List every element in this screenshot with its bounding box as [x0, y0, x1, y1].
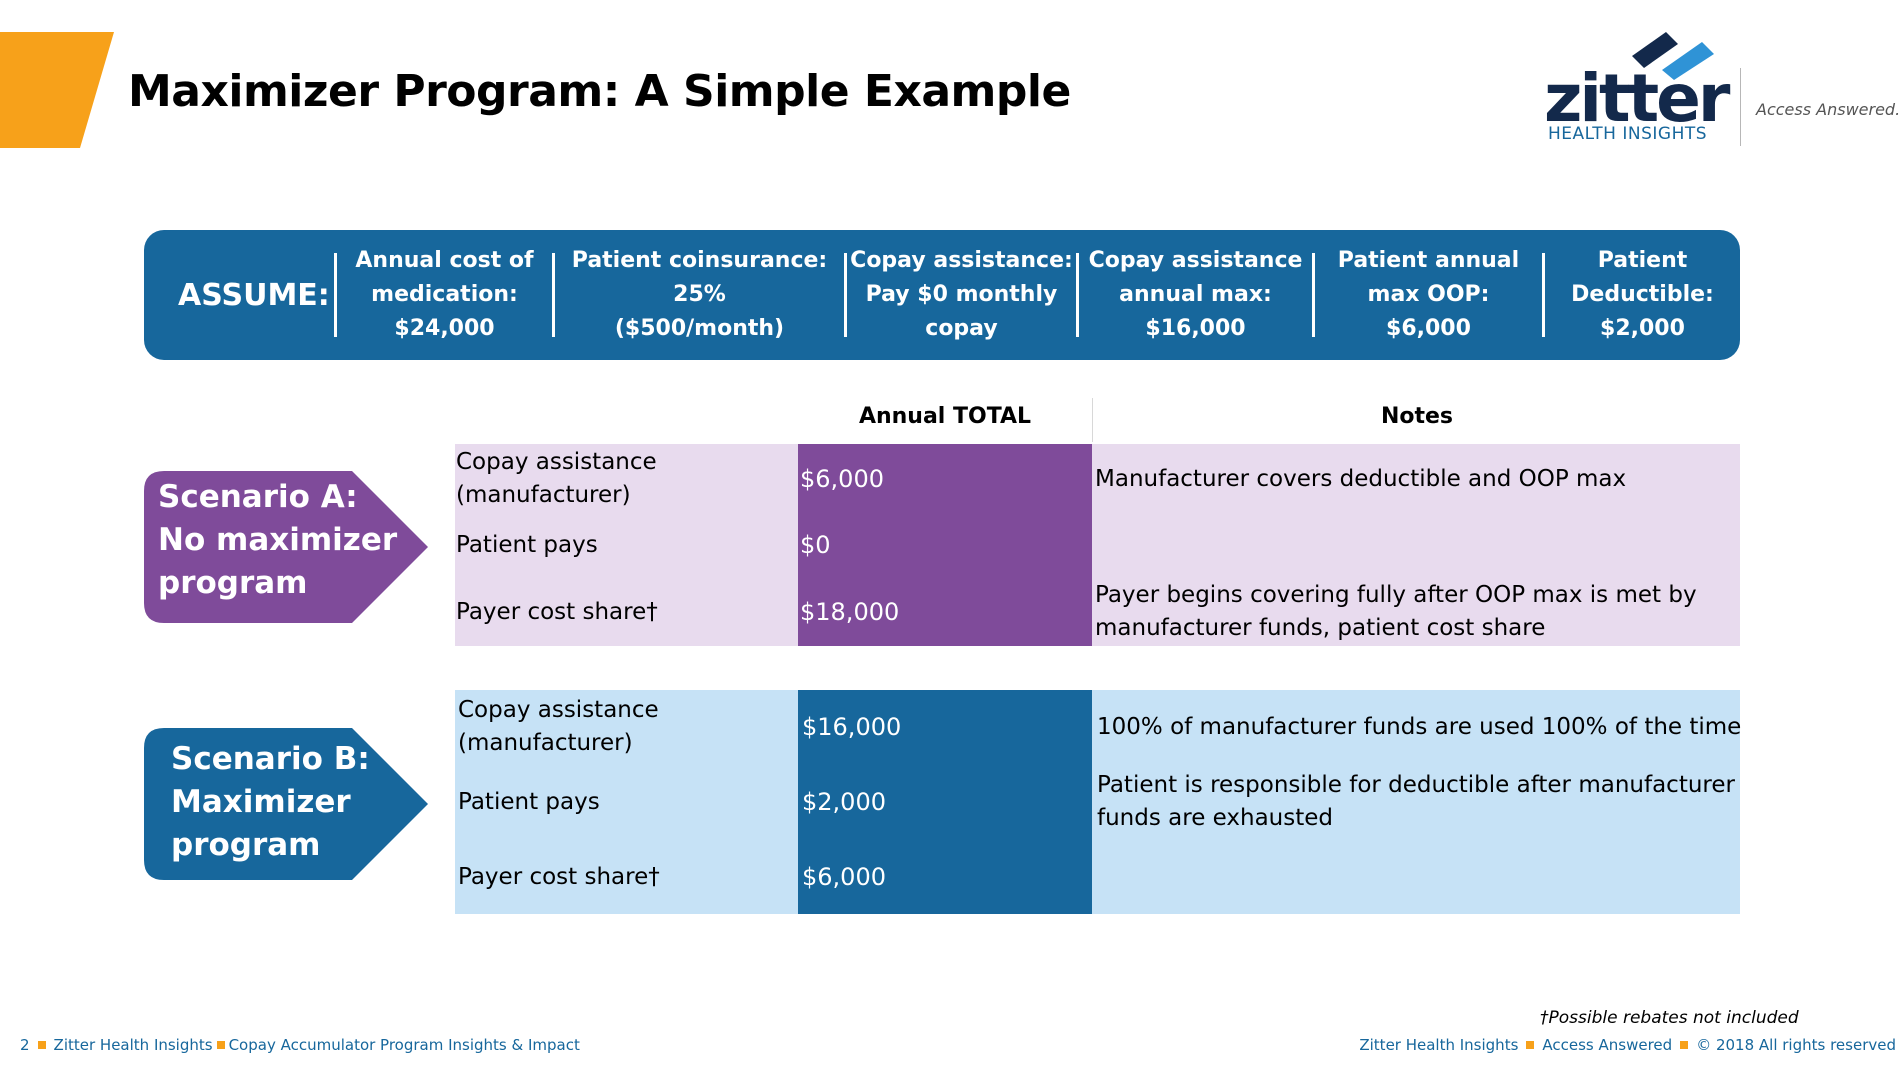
scenario-b-value: $2,000	[802, 788, 886, 816]
note-line: Payer begins covering fully after OOP ma…	[1095, 582, 1697, 608]
logo-wordmark: zitter	[1544, 60, 1730, 137]
scenario-b-value-col	[798, 690, 1092, 914]
scenario-a-title: Scenario A: No maximizer program	[158, 476, 397, 605]
assume-text: Deductible:	[1571, 282, 1714, 307]
logo-mark-icon	[1632, 32, 1714, 80]
assume-text: Patient	[1597, 248, 1688, 273]
footer-copyright: © 2018 All rights reserved	[1696, 1036, 1896, 1054]
bullet-square-icon	[37, 1041, 46, 1049]
assume-item-copay-assistance: Copay assistance: Pay $0 monthly copay	[844, 248, 1076, 341]
scenario-a-value: $18,000	[800, 598, 900, 626]
assume-text: Patient coinsurance:	[571, 248, 828, 273]
assume-text: medication:	[371, 282, 518, 307]
scenario-a-note: Manufacturer covers deductible and OOP m…	[1095, 466, 1627, 492]
scenario-a-row-label: Copay assistance (manufacturer)	[456, 446, 657, 512]
assume-item-coinsurance: Patient coinsurance: 25% ($500/month)	[552, 248, 844, 341]
scenario-b-title-line: Maximizer	[171, 784, 351, 820]
note-line: funds are exhausted	[1097, 805, 1334, 831]
scenario-a-shape	[144, 471, 428, 623]
accent-shape	[0, 32, 114, 148]
scenario-b-row-label: Patient pays	[458, 789, 600, 815]
scenario-b-note: Patient is responsible for deductible af…	[1097, 769, 1735, 835]
scenario-b-label-col	[455, 690, 798, 914]
scenario-a-title-line: Scenario A:	[158, 479, 358, 515]
bullet-square-icon	[1680, 1041, 1689, 1049]
logo-subtitle: HEALTH INSIGHTS	[1548, 124, 1708, 144]
assume-text: 25%	[673, 282, 726, 307]
assume-text: Annual cost of	[355, 248, 534, 273]
zitter-logo: zitter HEALTH INSIGHTS Access Answered.	[1540, 30, 1902, 160]
assume-text: Copay assistance	[1088, 248, 1303, 273]
assume-text: $16,000	[1145, 316, 1246, 341]
assume-text: copay	[925, 316, 998, 341]
scenario-a-value: $0	[800, 531, 831, 559]
scenario-a-row-label: Patient pays	[456, 532, 598, 558]
assume-text: $24,000	[394, 316, 495, 341]
scenario-b-value: $16,000	[802, 713, 902, 741]
scenario-b-value: $6,000	[802, 863, 886, 891]
assumptions-bar: ASSUME: Annual cost of medication: $24,000…	[144, 230, 1740, 360]
footer-presentation-title: Copay Accumulator Program Insights & Imp…	[228, 1036, 580, 1054]
scenario-b-shape	[144, 728, 428, 880]
bullet-square-icon	[1526, 1041, 1535, 1049]
logo-separator	[1740, 68, 1741, 146]
scenario-b-title: Scenario B: Maximizer program	[171, 738, 370, 867]
assume-text: Copay assistance:	[850, 248, 1073, 273]
scenario-a-notes-col	[1092, 444, 1740, 646]
assume-text: $2,000	[1600, 316, 1685, 341]
scenario-b-row-label: Payer cost share†	[458, 864, 660, 890]
scenario-b-note: 100% of manufacturer funds are used 100%…	[1097, 714, 1742, 740]
header-divider	[1092, 398, 1093, 442]
scenario-b-title-line: program	[171, 827, 321, 863]
scenario-b-title-line: Scenario B:	[171, 741, 370, 777]
label-line: Copay assistance	[456, 449, 657, 475]
label-line: Copay assistance	[458, 697, 659, 723]
label-line: (manufacturer)	[458, 730, 633, 756]
scenario-a-label-col	[455, 444, 798, 646]
logo-tagline: Access Answered.	[1756, 100, 1901, 119]
footer-company: Zitter Health Insights	[53, 1036, 213, 1054]
assume-item-annual-cost: Annual cost of medication: $24,000	[334, 248, 552, 341]
scenario-b-row-label: Copay assistance (manufacturer)	[458, 694, 659, 760]
label-line: (manufacturer)	[456, 482, 631, 508]
scenario-b-notes-col	[1092, 690, 1740, 914]
assume-text: $6,000	[1386, 316, 1471, 341]
footer-tagline: Access Answered	[1542, 1036, 1673, 1054]
header-notes: Notes	[1380, 404, 1454, 429]
scenario-a-title-line: program	[158, 565, 308, 601]
assume-label: ASSUME:	[178, 277, 330, 313]
footer-company-right: Zitter Health Insights	[1359, 1036, 1519, 1054]
assume-text: max OOP:	[1367, 282, 1490, 307]
header-annual-total: Annual TOTAL	[858, 404, 1032, 429]
footnote: †Possible rebates not included	[1540, 1008, 1799, 1028]
assume-item-max-oop: Patient annual max OOP: $6,000	[1312, 248, 1542, 341]
note-line: manufacturer funds, patient cost share	[1095, 615, 1546, 641]
assume-text: Patient annual	[1337, 248, 1520, 273]
scenario-a-value-col	[798, 444, 1092, 646]
footer-left: 2 Zitter Health Insights Copay Accumulator…	[20, 1036, 580, 1054]
scenario-a-note: Payer begins covering fully after OOP ma…	[1095, 579, 1697, 645]
scenario-a-row-label: Payer cost share†	[456, 599, 658, 625]
footer-right: Zitter Health Insights Access Answered © 2…	[1359, 1036, 1896, 1054]
page-title: Maximizer Program: A Simple Example	[128, 66, 1071, 117]
assume-text: ($500/month)	[614, 316, 785, 341]
note-line: Patient is responsible for deductible af…	[1097, 772, 1735, 798]
page-number: 2	[20, 1036, 30, 1054]
scenario-a-value: $6,000	[800, 465, 884, 493]
bullet-square-icon	[216, 1041, 225, 1049]
assume-item-annual-max: Copay assistance annual max: $16,000	[1076, 248, 1312, 341]
assume-text: Pay $0 monthly	[865, 282, 1058, 307]
assume-text: annual max:	[1119, 282, 1272, 307]
scenario-a-title-line: No maximizer	[158, 522, 398, 558]
